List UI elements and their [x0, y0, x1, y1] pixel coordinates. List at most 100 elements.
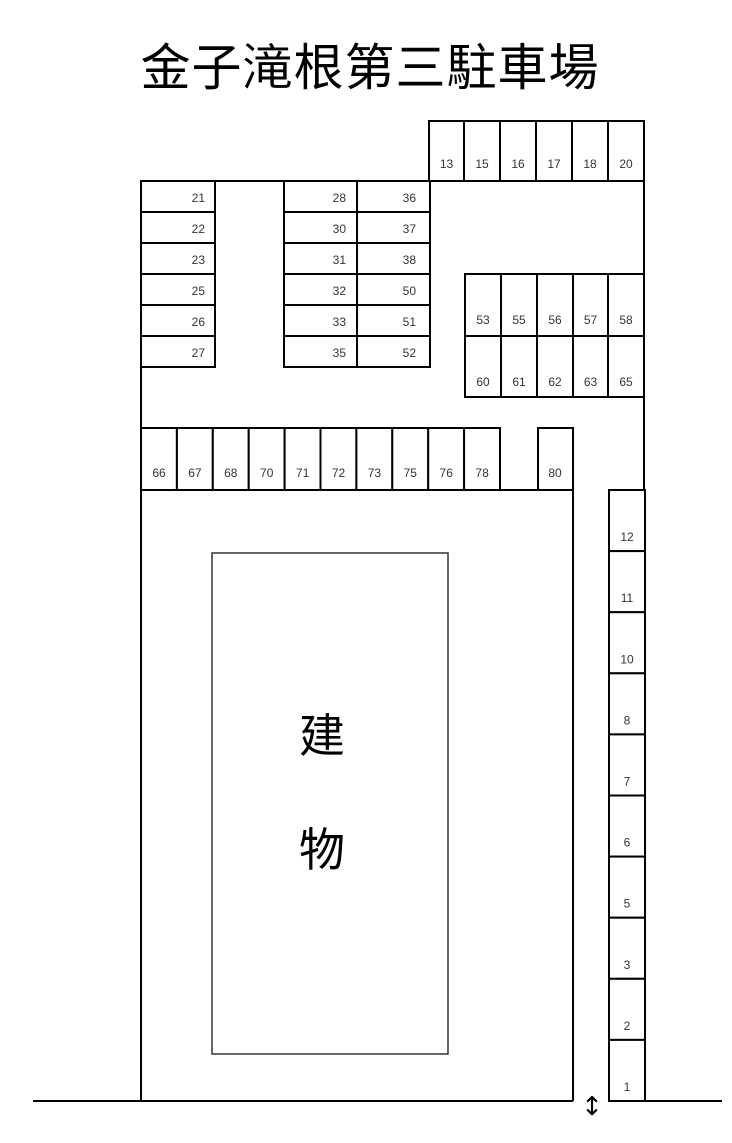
parking-slot[interactable] [283, 180, 358, 213]
parking-slot[interactable] [428, 120, 465, 182]
parking-slot[interactable] [283, 304, 358, 337]
slot-number: 63 [584, 375, 598, 389]
parking-slot[interactable] [536, 335, 574, 398]
parking-slot[interactable] [283, 335, 358, 368]
slot-number: 20 [619, 157, 633, 171]
slot-number: 61 [512, 375, 526, 389]
parking-slot[interactable] [140, 273, 216, 306]
slot-number: 21 [192, 191, 206, 205]
slot-number: 31 [333, 253, 347, 267]
slot-number: 62 [548, 375, 562, 389]
parking-slot[interactable] [607, 120, 645, 182]
parking-slot[interactable] [356, 211, 431, 244]
parking-slot[interactable] [283, 273, 358, 306]
parking-slot[interactable] [140, 304, 216, 337]
parking-slot[interactable] [463, 427, 502, 491]
slot-number: 10 [620, 652, 634, 666]
slot-number: 73 [368, 466, 382, 480]
slot-number: 28 [333, 191, 347, 205]
parking-slot[interactable] [283, 242, 358, 275]
parking-slot[interactable] [283, 427, 322, 491]
building [211, 552, 449, 1055]
parking-slot[interactable] [175, 427, 214, 491]
slot-number: 26 [192, 315, 206, 329]
slot-number: 23 [192, 253, 206, 267]
slot-number: 66 [152, 466, 166, 480]
slot-number: 76 [440, 466, 454, 480]
parking-slot[interactable] [140, 427, 178, 491]
parking-slot[interactable] [571, 120, 609, 182]
parking-slot[interactable] [283, 211, 358, 244]
parking-slot[interactable] [355, 427, 394, 491]
slot-number: 72 [332, 466, 346, 480]
slot-number: 30 [333, 222, 347, 236]
slot-number: 22 [192, 222, 206, 236]
parking-slot[interactable] [463, 120, 501, 182]
page-title: 金子滝根第三駐車場 [140, 39, 600, 97]
slot-number: 60 [476, 375, 490, 389]
parking-slot[interactable] [140, 211, 216, 244]
slot-number: 58 [619, 313, 633, 327]
parking-slot[interactable] [608, 733, 646, 797]
building-label-1: 建 [299, 709, 345, 763]
slot-number: 11 [621, 591, 634, 605]
parking-slot[interactable] [319, 427, 358, 491]
slot-number: 25 [192, 284, 206, 298]
slot-number: 78 [475, 466, 489, 480]
parking-slot[interactable] [537, 427, 574, 491]
parking-slot[interactable] [499, 120, 537, 182]
slot-number: 6 [624, 836, 631, 850]
slot-number: 3 [624, 958, 631, 972]
slot-number: 38 [403, 253, 417, 267]
slot-number: 8 [624, 713, 631, 727]
parking-slot[interactable] [356, 180, 431, 213]
slot-number: 13 [440, 157, 454, 171]
slot-number: 2 [624, 1019, 631, 1033]
parking-slot[interactable] [608, 672, 646, 736]
slot-number: 1 [624, 1080, 631, 1094]
slot-number: 56 [548, 313, 562, 327]
parking-slot[interactable] [211, 427, 250, 491]
slot-number: 50 [403, 284, 417, 298]
parking-slot[interactable] [608, 794, 646, 858]
slot-number: 15 [475, 157, 489, 171]
parking-slot[interactable] [140, 180, 216, 213]
slot-number: 53 [476, 313, 490, 327]
slot-number: 12 [620, 530, 634, 544]
parking-slot[interactable] [608, 916, 646, 980]
parking-slot[interactable] [427, 427, 466, 491]
parking-slot[interactable] [572, 335, 609, 398]
slot-number: 80 [548, 466, 562, 480]
parking-slot[interactable] [391, 427, 430, 491]
slot-number: 75 [404, 466, 418, 480]
parking-slot[interactable] [356, 273, 431, 306]
slot-number: 16 [511, 157, 525, 171]
parking-slot[interactable] [608, 550, 646, 614]
slot-number: 67 [188, 466, 202, 480]
slot-number: 37 [403, 222, 417, 236]
slot-number: 18 [583, 157, 597, 171]
parking-slot[interactable] [607, 335, 645, 398]
parking-slot[interactable] [535, 120, 573, 182]
slot-number: 70 [260, 466, 274, 480]
parking-slot[interactable] [356, 242, 431, 275]
slot-number: 32 [333, 284, 347, 298]
parking-slot[interactable] [356, 304, 431, 337]
up-down-arrow-icon: ↕ [581, 1092, 603, 1122]
parking-slot[interactable] [356, 335, 431, 368]
parking-slot[interactable] [140, 335, 216, 368]
slot-number: 57 [584, 313, 598, 327]
parking-slot[interactable] [608, 1038, 646, 1103]
parking-slot[interactable] [608, 977, 646, 1041]
slot-number: 71 [296, 466, 310, 480]
parking-slot[interactable] [464, 273, 502, 337]
parking-slot[interactable] [536, 273, 574, 337]
slot-number: 35 [333, 346, 347, 360]
building-label-2: 物 [299, 823, 345, 877]
slot-number: 51 [403, 315, 417, 329]
parking-slot[interactable] [247, 427, 286, 491]
slot-number: 27 [192, 346, 206, 360]
slot-number: 17 [547, 157, 561, 171]
parking-slot[interactable] [572, 273, 609, 337]
